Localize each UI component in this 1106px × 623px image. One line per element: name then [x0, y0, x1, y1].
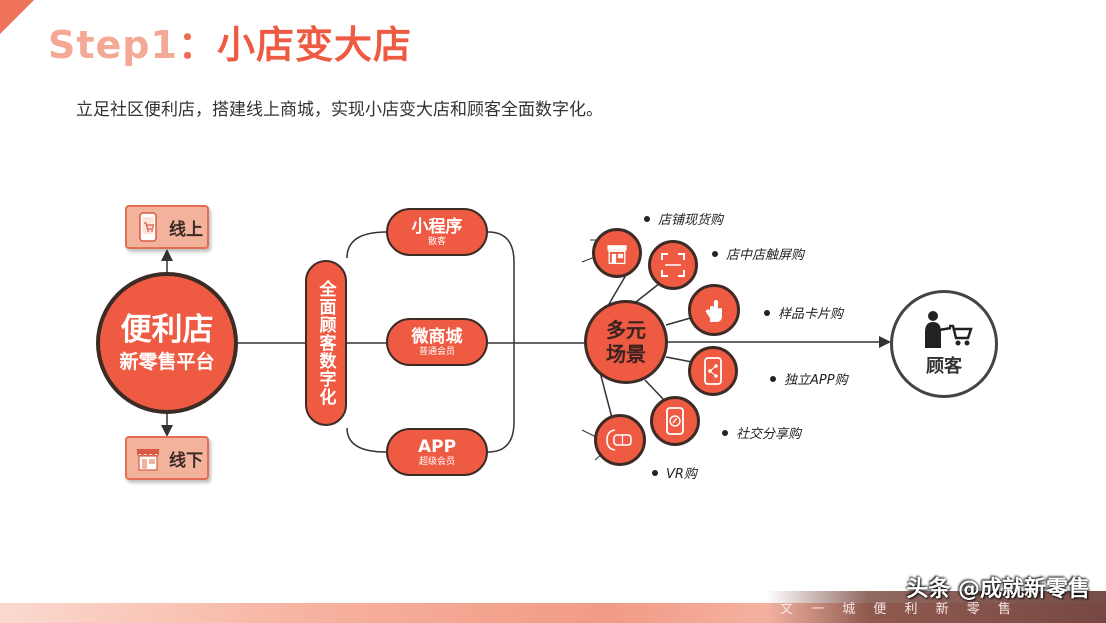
scene-node-app — [688, 346, 738, 396]
store-title: 便利店 — [120, 312, 214, 348]
phone-compass-icon — [666, 407, 684, 435]
footer-shade — [766, 591, 1106, 623]
scene-node-touchscreen — [648, 240, 698, 290]
scene-label-text: 独立APP购 — [784, 373, 848, 388]
scene-label-touchscreen: 店中店触屏购 — [712, 244, 804, 263]
channel-micro-mall: 微商城 普通会员 — [386, 318, 488, 366]
scene-node-store — [592, 228, 642, 278]
title-main: 小店变大店 — [216, 23, 412, 67]
channel-name: 小程序 — [411, 216, 463, 237]
page-title: Step1：小店变大店 — [48, 14, 412, 69]
footer-text: 文 一 城 便 利 新 零 售 — [780, 602, 1018, 617]
store-subtitle: 新零售平台 — [119, 351, 215, 373]
bullet-dot — [770, 375, 776, 382]
bullet-dot — [652, 469, 658, 476]
page-subtitle: 立足社区便利店，搭建线上商城，实现小店变大店和顾客全面数字化。 — [76, 100, 603, 120]
customer-label: 顾客 — [926, 356, 962, 377]
shopper-cart-icon — [925, 311, 973, 348]
multi-scene-node: 多元 场景 — [584, 300, 668, 384]
channel-sub: 散客 — [427, 236, 446, 247]
bullet-dot — [644, 215, 650, 222]
scene-center-line2: 场景 — [606, 342, 646, 366]
title-step: Step1 — [48, 23, 178, 67]
scene-node-vr — [594, 414, 646, 466]
offline-tag: 线下 — [125, 436, 209, 480]
online-tag: 线上 — [125, 205, 209, 249]
channel-app: APP 超级会员 — [386, 428, 488, 476]
phone-cart-icon — [139, 212, 157, 242]
scene-label-store: 店铺现货购 — [644, 209, 723, 228]
channel-name: APP — [417, 436, 457, 457]
bullet-dot — [712, 250, 718, 257]
online-label: 线上 — [169, 219, 203, 240]
channel-sub: 普通会员 — [418, 346, 455, 357]
scene-label-text: 社交分享购 — [736, 427, 802, 442]
scene-label-sample-card: 样品卡片购 — [764, 303, 843, 322]
scene-label-social: 社交分享购 — [722, 423, 801, 442]
customer-node: 顾客 — [890, 290, 998, 398]
scene-node-sample-card — [688, 284, 740, 336]
phone-share-icon — [704, 357, 722, 385]
convenience-store-node: 便利店 新零售平台 — [96, 272, 238, 414]
channel-sub: 超级会员 — [418, 456, 455, 467]
scene-label-text: VR购 — [666, 467, 697, 482]
channel-name: 微商城 — [411, 326, 463, 347]
scene-center-line1: 多元 — [606, 318, 646, 342]
storefront-icon — [136, 449, 160, 471]
scene-label-app: 独立APP购 — [770, 369, 848, 388]
title-separator: ： — [177, 23, 217, 67]
scene-label-vr: VR购 — [652, 463, 697, 482]
offline-label: 线下 — [169, 450, 203, 471]
scene-label-text: 店铺现货购 — [658, 213, 724, 228]
digitize-label: 全面顾客数字化 — [315, 280, 336, 406]
bullet-dot — [722, 429, 728, 436]
storefront-icon — [607, 245, 627, 265]
scene-label-text: 样品卡片购 — [778, 307, 844, 322]
corner-accent — [0, 0, 34, 34]
bullet-dot — [764, 309, 770, 316]
hand-tap-icon — [705, 300, 722, 322]
digitize-bar: 全面顾客数字化 — [305, 260, 347, 426]
scene-node-social — [650, 396, 700, 446]
vr-headset-icon — [606, 429, 632, 451]
scene-label-text: 店中店触屏购 — [726, 248, 805, 263]
channel-mini-program: 小程序 散客 — [386, 208, 488, 256]
watermark: 头条 @成就新零售 — [906, 577, 1090, 602]
scan-frame-icon — [661, 253, 685, 277]
